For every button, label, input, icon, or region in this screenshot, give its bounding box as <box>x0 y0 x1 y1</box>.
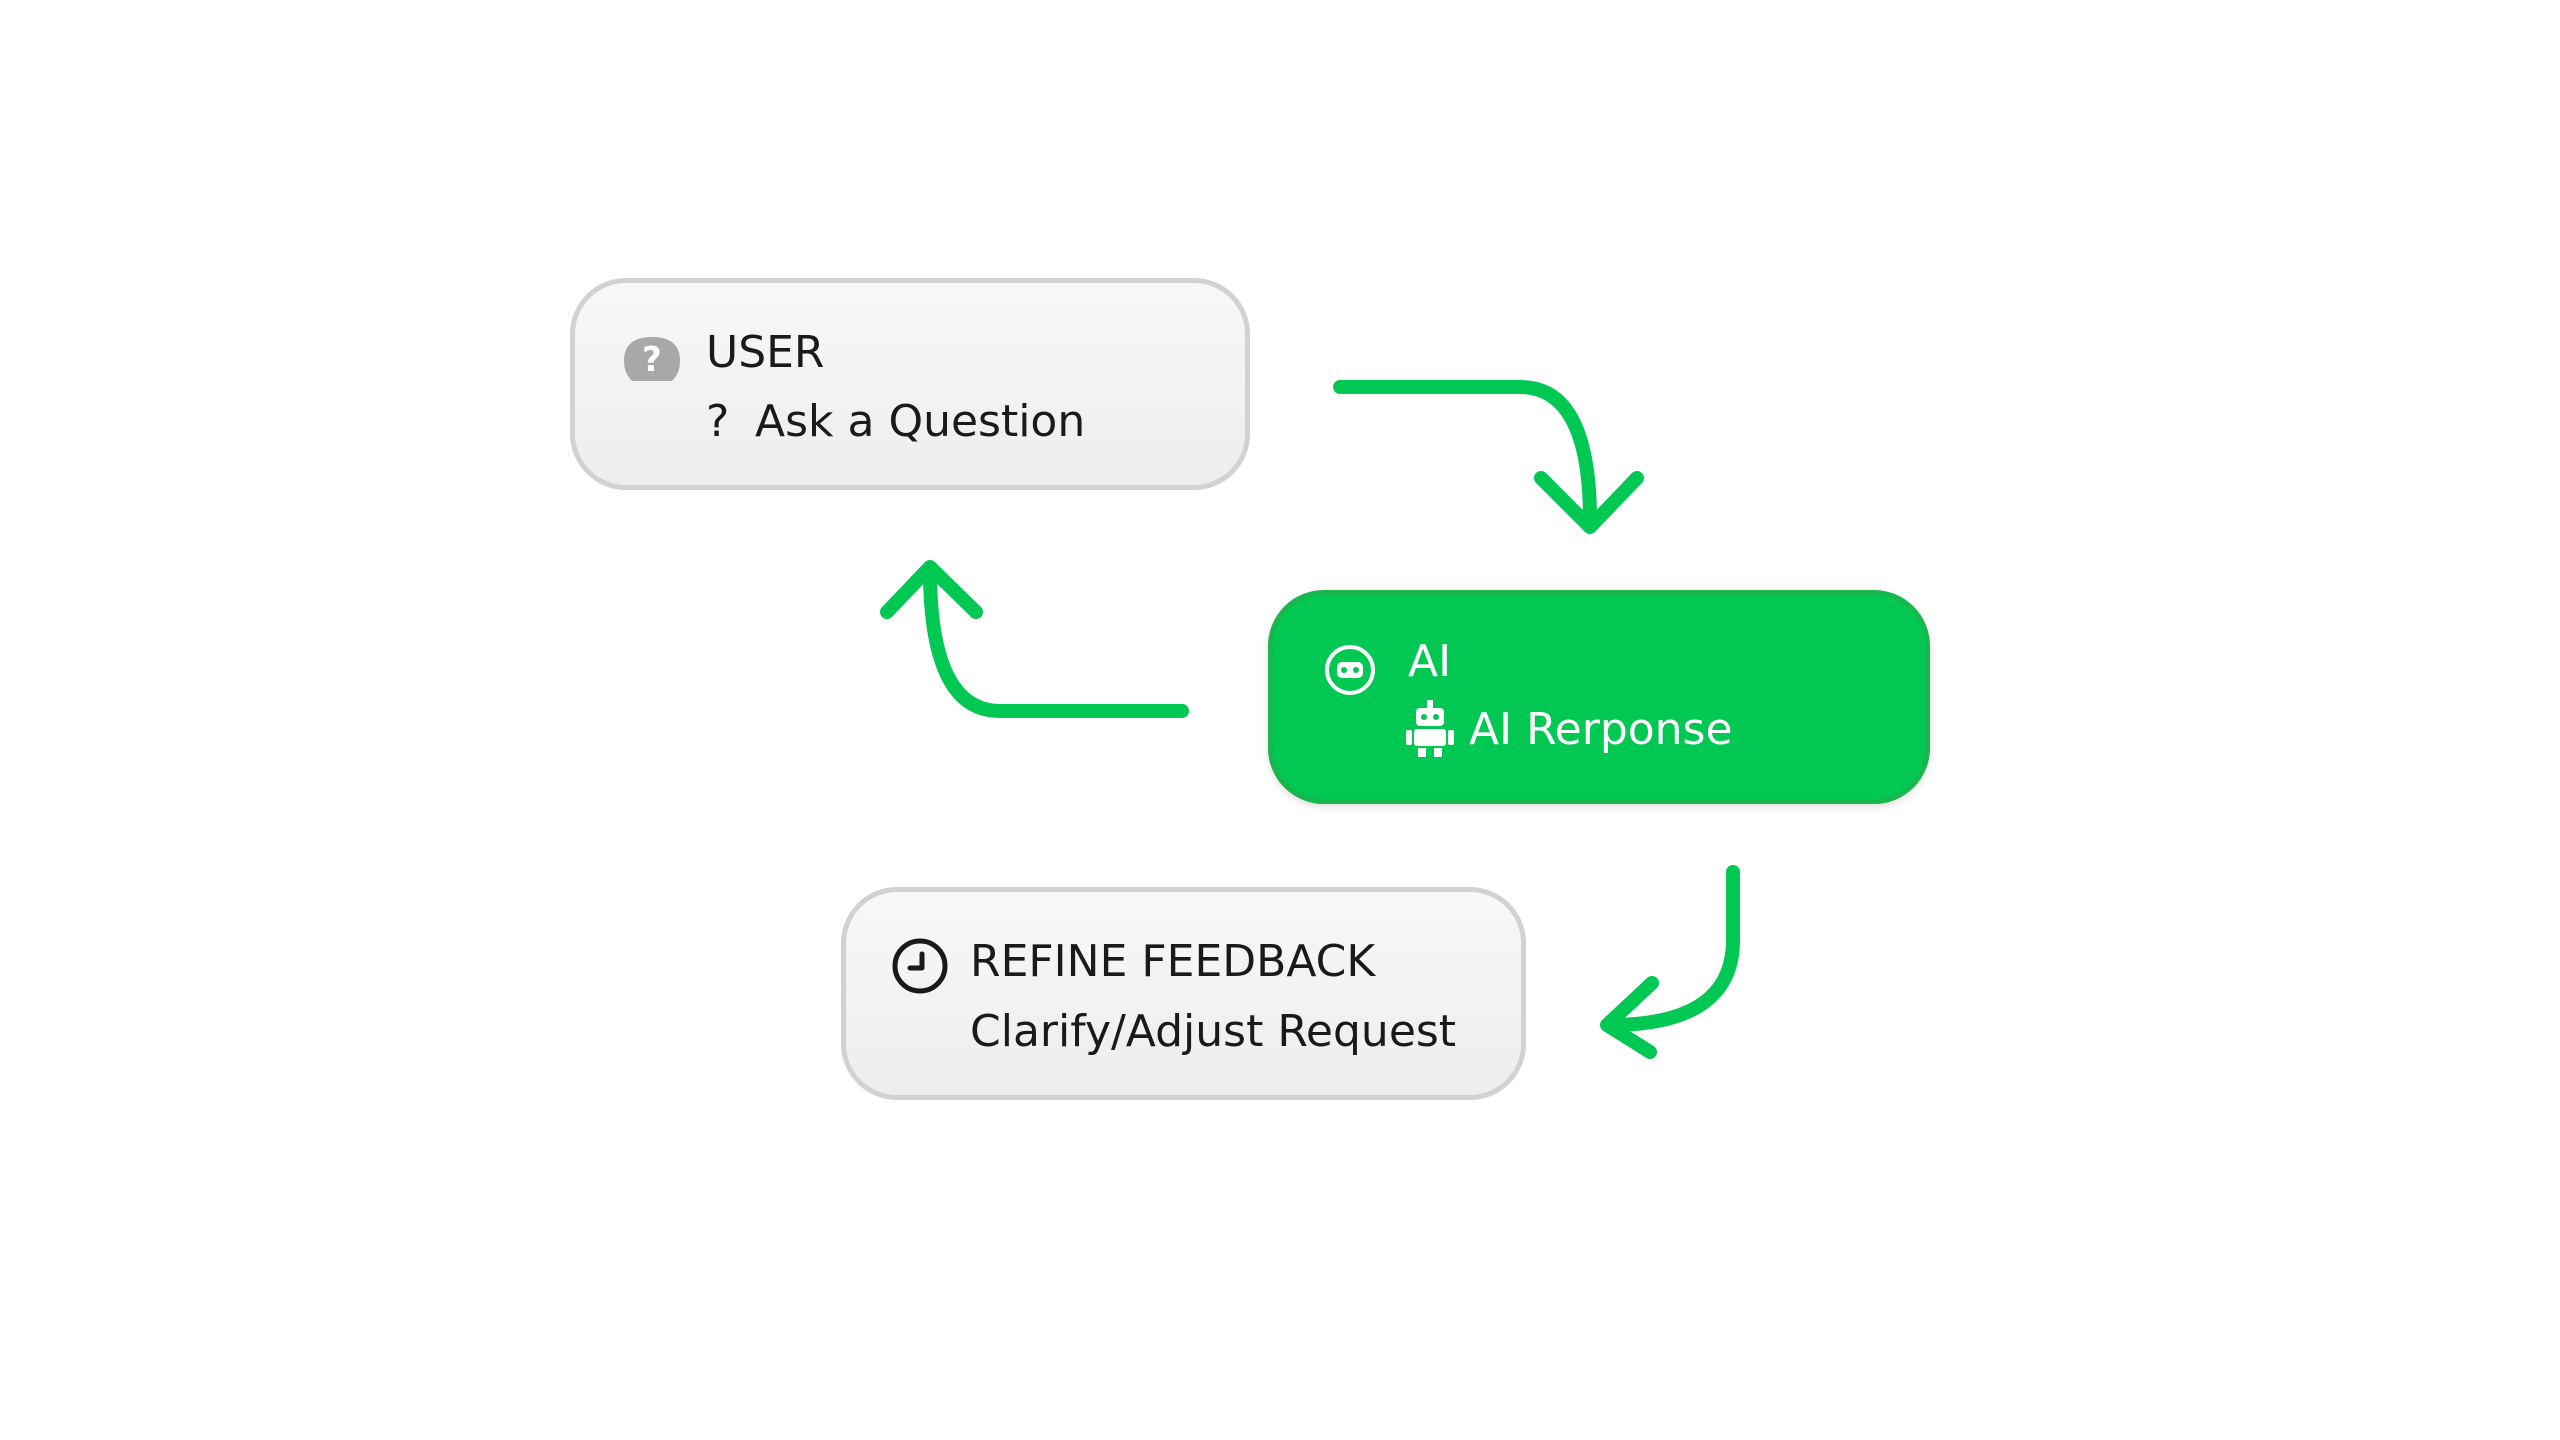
arrow-user-to-ai <box>1333 380 1644 534</box>
robot-icon <box>1406 700 1454 757</box>
arrow-ai-to-refine <box>1600 865 1740 1059</box>
node-ai-title: AI <box>1408 636 1452 687</box>
question-badge-icon: ? <box>624 337 680 381</box>
node-refine-subtitle: Clarify/Adjust Request <box>970 1006 1457 1057</box>
node-refine-title: REFINE FEEDBACK <box>970 936 1376 987</box>
arrow-ai-to-user <box>880 560 1189 718</box>
node-ai: AI AI Rerponse <box>1268 590 1930 804</box>
ai-bot-face-icon <box>1325 645 1375 695</box>
clock-icon <box>892 938 948 994</box>
node-ai-subtitle: AI Rerponse <box>1469 704 1733 755</box>
node-user-subtitle-icon: ? <box>706 396 730 447</box>
node-user-subtitle: Ask a Question <box>755 396 1086 447</box>
node-user-title: USER <box>706 327 825 378</box>
svg-text:?: ? <box>642 340 662 380</box>
node-refine-feedback: REFINE FEEDBACK Clarify/Adjust Request <box>841 887 1526 1100</box>
node-user: ? USER ? Ask a Question <box>570 278 1250 490</box>
